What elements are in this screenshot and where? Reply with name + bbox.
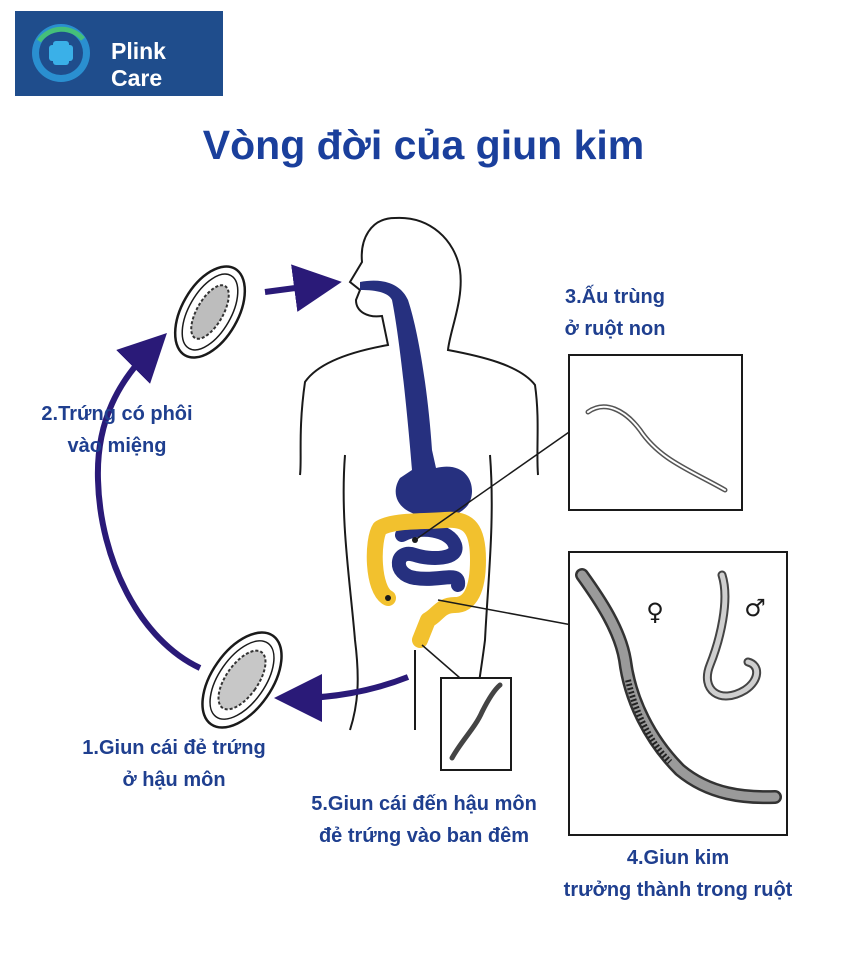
- digestive-tract: [360, 280, 473, 518]
- pointer-line-egg-laying: [421, 644, 461, 679]
- pointer-line-larva: [414, 429, 573, 541]
- small-intestine: [391, 522, 465, 592]
- pointer-line-adult: [437, 599, 573, 626]
- page-title: Vòng đời của giun kim: [202, 122, 645, 168]
- small-worm-icon: [449, 682, 503, 761]
- egg-icon: [173, 265, 247, 359]
- brand-logo: Plink Care: [15, 11, 223, 96]
- arrow-icon: [94, 264, 410, 722]
- female-symbol: ♀: [646, 598, 664, 626]
- male-symbol: ♂: [744, 594, 766, 622]
- large-intestine: [366, 511, 486, 648]
- brand-name: Plink Care: [111, 38, 166, 91]
- plus-cross-logo-icon: [32, 24, 90, 82]
- egg-icon: [201, 631, 283, 729]
